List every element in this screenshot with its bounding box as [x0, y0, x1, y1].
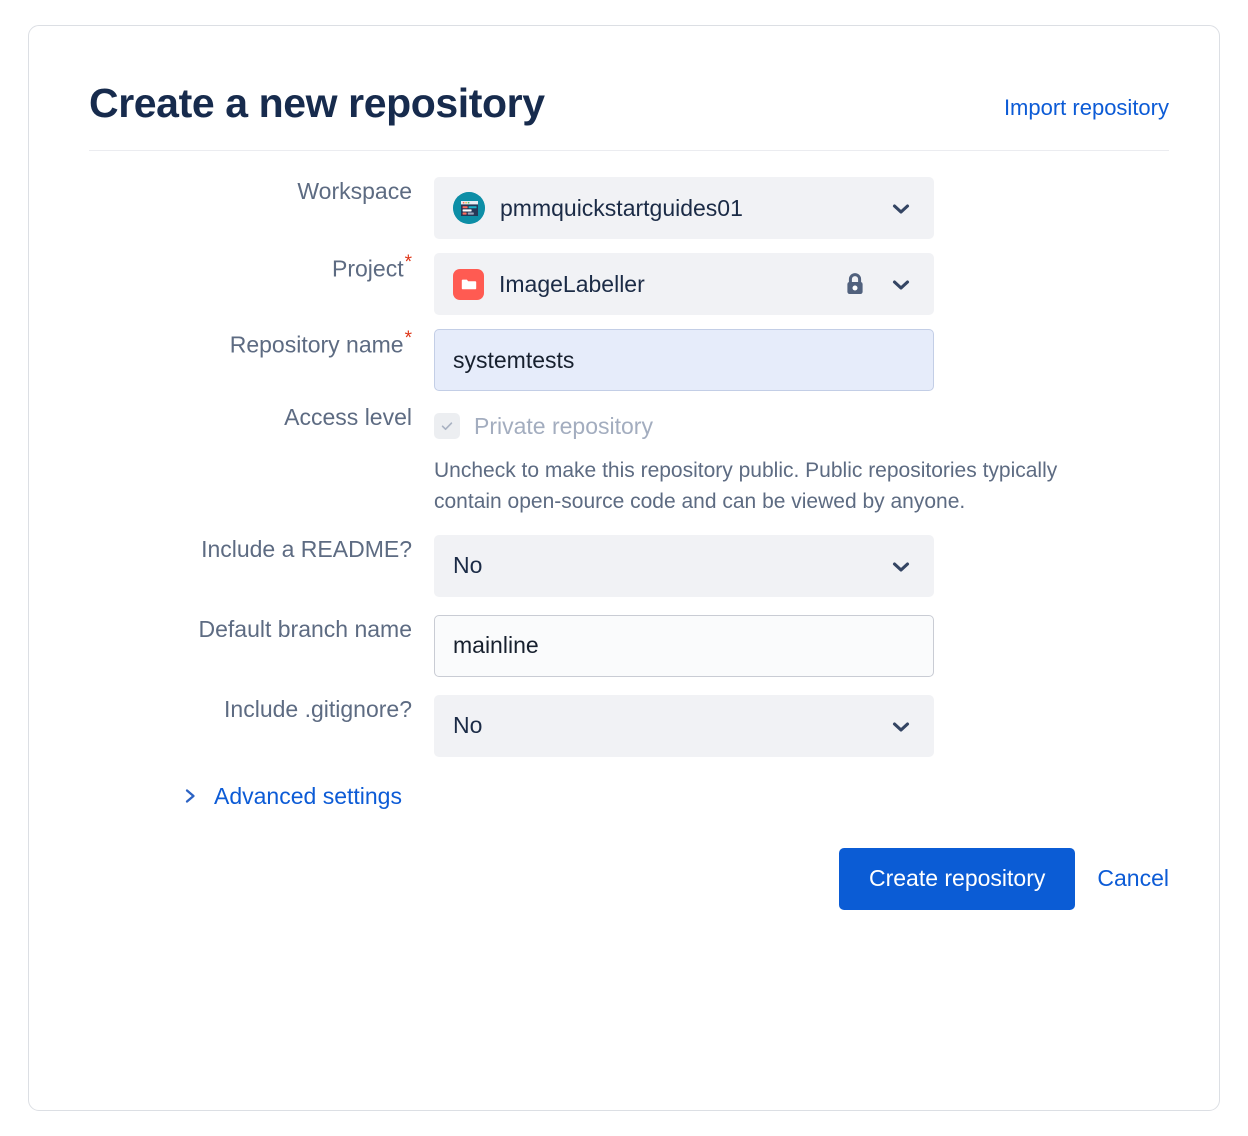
private-repository-checkbox-row[interactable]: Private repository: [434, 403, 1169, 446]
private-repository-checkbox: [434, 413, 460, 440]
workspace-label: Workspace: [297, 178, 412, 205]
include-readme-row: Include a README? No: [89, 534, 1169, 597]
check-icon: [441, 422, 453, 431]
include-readme-value: No: [453, 552, 483, 579]
repository-name-label-text: Repository name: [229, 331, 404, 358]
access-level-help-text: Uncheck to make this repository public. …: [434, 459, 1058, 513]
chevron-down-icon: [891, 198, 911, 218]
card-header: Create a new repository Import repositor…: [89, 80, 1169, 152]
chevron-down-icon: [891, 556, 911, 576]
workspace-select[interactable]: pmmquickstartguides01: [434, 177, 934, 240]
include-readme-label: Include a README?: [201, 535, 412, 562]
include-gitignore-value: No: [453, 712, 483, 739]
project-value: ImageLabeller: [499, 270, 645, 297]
project-row: Project* ImageLabeller: [89, 253, 1169, 316]
chevron-down-icon: [891, 274, 911, 294]
default-branch-field: [434, 614, 1169, 677]
include-readme-select[interactable]: No: [434, 534, 934, 597]
access-level-field: Private repository Uncheck to make this …: [434, 403, 1169, 517]
create-repository-form: Workspace: [89, 177, 1169, 810]
repository-name-label: Repository name*: [89, 329, 434, 359]
access-level-row: Access level Private repository Uncheck …: [89, 403, 1169, 517]
chevron-down-icon: [891, 716, 911, 736]
create-repository-card: Create a new repository Import repositor…: [28, 25, 1220, 1111]
include-gitignore-row: Include .gitignore? No: [89, 694, 1169, 757]
card-content: Create a new repository Import repositor…: [89, 80, 1193, 910]
advanced-settings-label: Advanced settings: [214, 782, 402, 809]
project-required-mark: *: [404, 252, 412, 274]
include-gitignore-label: Include .gitignore?: [224, 695, 412, 722]
repository-name-field: [434, 329, 1169, 392]
create-repository-button[interactable]: Create repository: [838, 847, 1076, 910]
repository-name-row: Repository name*: [89, 329, 1169, 392]
project-label: Project*: [89, 253, 434, 283]
private-repository-label: Private repository: [474, 412, 653, 439]
workspace-avatar-icon: [453, 192, 485, 225]
project-field: ImageLabeller: [434, 253, 1169, 316]
workspace-row: Workspace: [89, 177, 1169, 240]
repository-name-input[interactable]: [434, 329, 934, 392]
include-gitignore-select[interactable]: No: [434, 694, 934, 757]
repository-name-required-mark: *: [404, 328, 412, 350]
project-select[interactable]: ImageLabeller: [434, 253, 934, 316]
workspace-field: pmmquickstartguides01: [434, 177, 1169, 240]
form-actions: Create repository Cancel: [89, 847, 1169, 910]
page-title: Create a new repository: [89, 80, 545, 126]
cancel-button[interactable]: Cancel: [1097, 865, 1169, 892]
access-level-label: Access level: [284, 404, 412, 431]
default-branch-input[interactable]: [434, 614, 934, 677]
advanced-settings-toggle[interactable]: Advanced settings: [184, 783, 402, 810]
include-readme-field: No: [434, 534, 1169, 597]
lock-icon: [843, 271, 867, 297]
default-branch-row: Default branch name: [89, 614, 1169, 677]
chevron-right-icon: [184, 786, 198, 806]
folder-icon: [453, 268, 484, 300]
workspace-value: pmmquickstartguides01: [500, 194, 743, 221]
project-label-text: Project: [332, 255, 404, 282]
include-gitignore-field: No: [434, 694, 1169, 757]
import-repository-link[interactable]: Import repository: [1003, 95, 1169, 121]
default-branch-label: Default branch name: [198, 615, 412, 642]
